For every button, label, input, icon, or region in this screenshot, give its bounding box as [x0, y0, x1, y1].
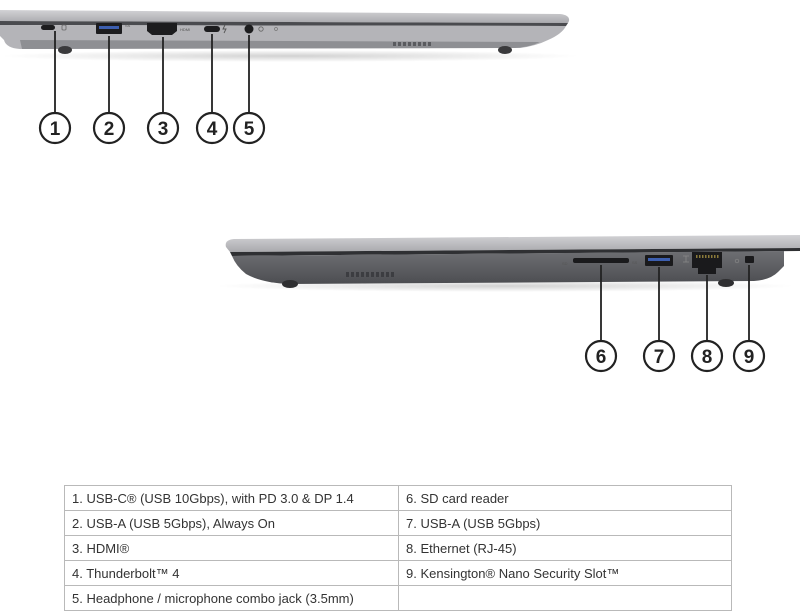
- laptop-left-side-view: SS HDMI 1 2 3 4: [0, 10, 580, 145]
- table-cell: [398, 585, 732, 611]
- table-row: 1. USB-C® (USB 10Gbps), with PD 3.0 & DP…: [64, 485, 732, 511]
- callout-4: 4: [195, 111, 229, 145]
- table-row: 2. USB-A (USB 5Gbps), Always On 7. USB-A…: [64, 510, 732, 536]
- audio-jack-port-icon: [244, 24, 254, 34]
- svg-text:1: 1: [50, 119, 61, 140]
- table-cell: 2. USB-A (USB 5Gbps), Always On: [64, 510, 399, 536]
- callout-6: 6: [584, 339, 618, 373]
- svg-text:5: 5: [244, 119, 255, 140]
- led-indicator-icon: [274, 27, 278, 31]
- left-view-lid: [0, 10, 570, 23]
- svg-text:2: 2: [104, 119, 115, 140]
- callout-2: 2: [92, 111, 126, 145]
- svg-text:8: 8: [702, 347, 713, 368]
- callout-3: 3: [146, 111, 180, 145]
- laptop-right-side-view: SD SS 6 7: [215, 235, 800, 373]
- table-row: 3. HDMI® 8. Ethernet (RJ-45): [64, 535, 732, 561]
- callout-9: 9: [732, 339, 766, 373]
- table-cell: 6. SD card reader: [398, 485, 732, 511]
- network-marking-icon: [683, 255, 689, 263]
- right-view-foot-back: [718, 279, 734, 287]
- lock-marking-icon: [734, 258, 740, 264]
- right-view-seam: [230, 248, 800, 256]
- usb-c-dp-marking-icon: [61, 24, 67, 31]
- svg-text:6: 6: [596, 347, 607, 368]
- table-cell: 8. Ethernet (RJ-45): [398, 535, 732, 561]
- left-view-vent: [393, 42, 431, 46]
- callout-8: 8: [690, 339, 724, 373]
- svg-text:4: 4: [207, 119, 218, 140]
- table-cell: 1. USB-C® (USB 10Gbps), with PD 3.0 & DP…: [64, 485, 399, 511]
- right-view-lid: [225, 235, 800, 252]
- usb-a-port-right-tongue: [648, 258, 670, 261]
- callout-1: 1: [38, 111, 72, 145]
- usb-a-port-right-marking: SS: [632, 260, 638, 265]
- laptop-ports-diagram: SS HDMI 1 2 3 4: [0, 10, 800, 373]
- svg-text:9: 9: [744, 347, 755, 368]
- right-leader-lines: [600, 265, 750, 340]
- table-cell: 3. HDMI®: [64, 535, 399, 561]
- table-row: 5. Headphone / microphone combo jack (3.…: [64, 585, 732, 611]
- headset-marking-icon: [258, 26, 264, 32]
- left-view-foot-back: [498, 46, 512, 54]
- hdmi-port-marking: HDMI: [180, 27, 190, 32]
- ethernet-pins: [696, 255, 719, 258]
- right-view-vent: [346, 272, 394, 277]
- thunderbolt-bolt-icon: [222, 24, 227, 34]
- kensington-slot-icon: [745, 256, 754, 263]
- usb-a-port-left-marking: SS: [125, 23, 131, 28]
- usb-c-port-icon: [41, 25, 55, 30]
- table-cell: 4. Thunderbolt™ 4: [64, 560, 399, 586]
- right-view-foot-front: [282, 280, 298, 288]
- table-cell: 5. Headphone / microphone combo jack (3.…: [64, 585, 399, 611]
- usb-a-port-left-tongue: [99, 26, 119, 29]
- left-leader-lines: [54, 31, 250, 112]
- left-view-shadow: [0, 50, 580, 62]
- callout-5: 5: [232, 111, 266, 145]
- table-row: 4. Thunderbolt™ 4 9. Kensington® Nano Se…: [64, 560, 732, 586]
- table-cell: 7. USB-A (USB 5Gbps): [398, 510, 732, 536]
- table-cell: 9. Kensington® Nano Security Slot™: [398, 560, 732, 586]
- sd-slot-marking: SD: [562, 261, 568, 266]
- left-view-foot-front: [58, 46, 72, 54]
- callout-7: 7: [642, 339, 676, 373]
- svg-text:7: 7: [654, 347, 665, 368]
- hdmi-port-icon: [147, 23, 177, 35]
- ports-legend-table: 1. USB-C® (USB 10Gbps), with PD 3.0 & DP…: [64, 485, 732, 611]
- thunderbolt-port-icon: [204, 26, 220, 32]
- left-view-seam: [0, 21, 568, 26]
- sd-card-slot-icon: [573, 258, 629, 263]
- svg-text:3: 3: [158, 119, 169, 140]
